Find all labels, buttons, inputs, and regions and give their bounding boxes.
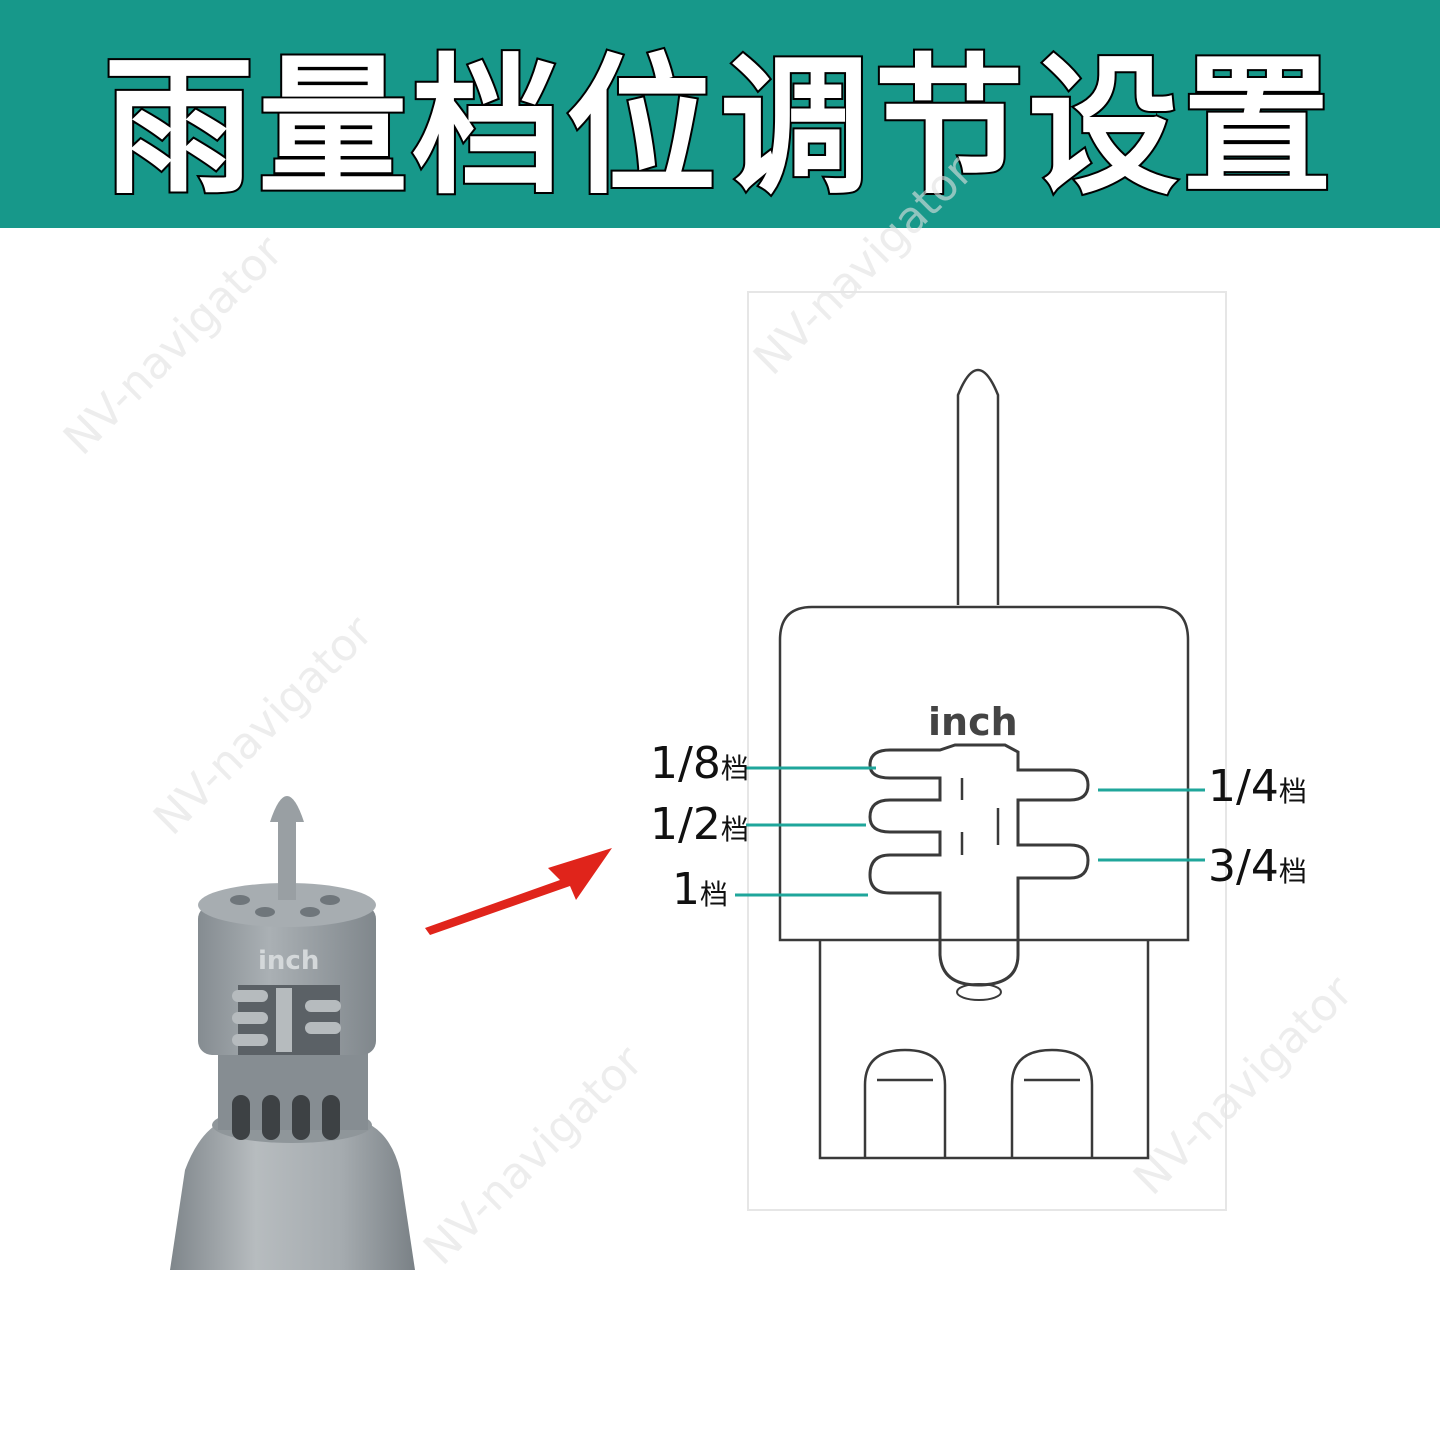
- setting-label-1: 1档: [672, 864, 729, 915]
- setting-label-1-8: 1/8档: [650, 738, 749, 789]
- page-title: 雨量档位调节设置: [102, 39, 1336, 217]
- photo-unit-engraving: inch: [258, 946, 320, 976]
- setting-label-1-2: 1/2档: [650, 799, 749, 850]
- title-banner: [0, 0, 1440, 228]
- diagram-unit-engraving: inch: [928, 700, 1018, 744]
- setting-label-3-4: 3/4档: [1208, 841, 1307, 892]
- setting-label-1-4: 1/4档: [1208, 761, 1307, 812]
